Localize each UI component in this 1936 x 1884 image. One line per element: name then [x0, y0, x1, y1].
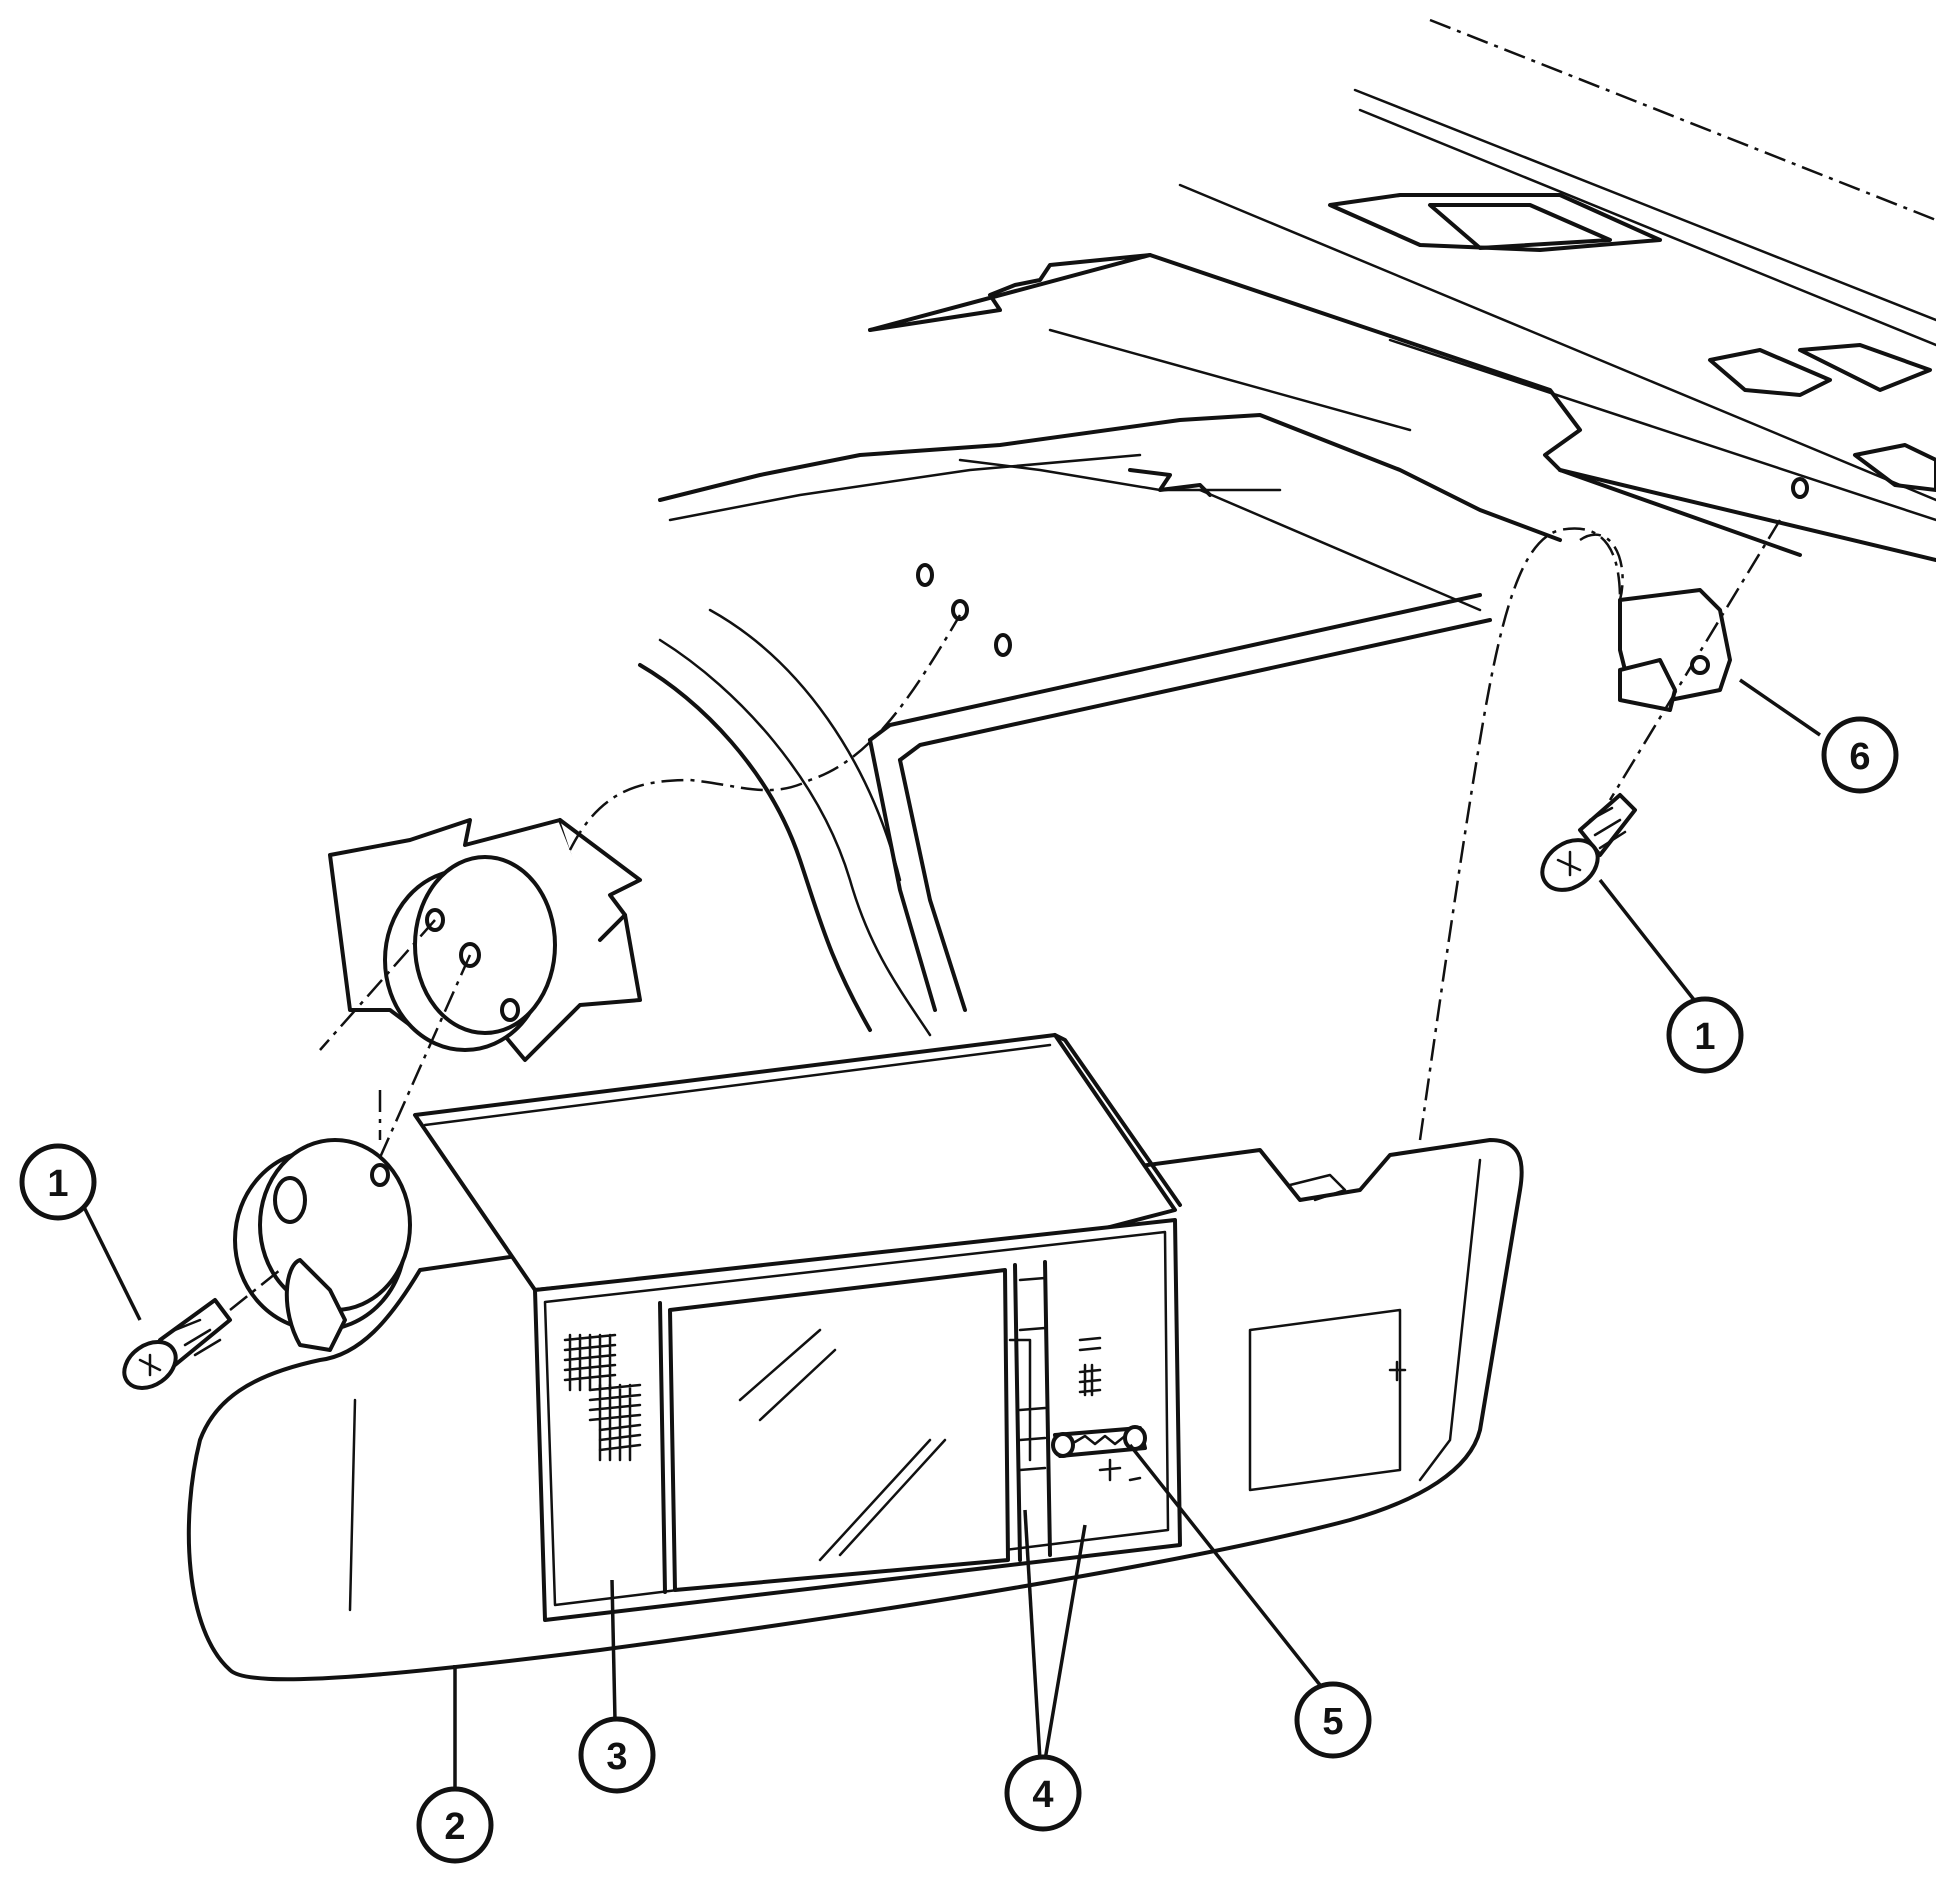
callout-5-label: 5 [1322, 1701, 1343, 1743]
left-mounting-bracket [319, 818, 642, 1181]
light-texture-right [1078, 1336, 1142, 1482]
mirror-assembly [533, 1218, 1182, 1622]
callout-6-label: 6 [1849, 736, 1870, 778]
callout-1-left-label: 1 [47, 1163, 68, 1205]
callout-3-label: 3 [606, 1736, 627, 1778]
bulb-icon [1051, 1425, 1147, 1458]
callout-1-left: 1 [19, 1143, 97, 1221]
callout-4-label: 4 [1032, 1774, 1053, 1816]
callout-4: 4 [1004, 1754, 1082, 1832]
assembly-lines [378, 527, 1622, 1141]
visor-clip [1579, 519, 1782, 801]
screw-right [1540, 793, 1637, 892]
callout-5: 5 [1294, 1681, 1372, 1759]
mirror-cover [413, 1033, 1182, 1292]
light-texture-left [563, 1333, 642, 1462]
callout-2: 2 [416, 1786, 494, 1864]
callout-2-label: 2 [444, 1806, 465, 1848]
callout-3: 3 [578, 1716, 656, 1794]
callout-6: 6 [1821, 716, 1899, 794]
roof-headliner [638, 18, 1936, 1037]
screw-left [122, 1269, 281, 1390]
callout-1-right-label: 1 [1694, 1016, 1715, 1058]
callout-leaders [81, 678, 1821, 1790]
visor-pivot-arm [233, 1138, 412, 1352]
callout-1-right: 1 [1666, 996, 1744, 1074]
